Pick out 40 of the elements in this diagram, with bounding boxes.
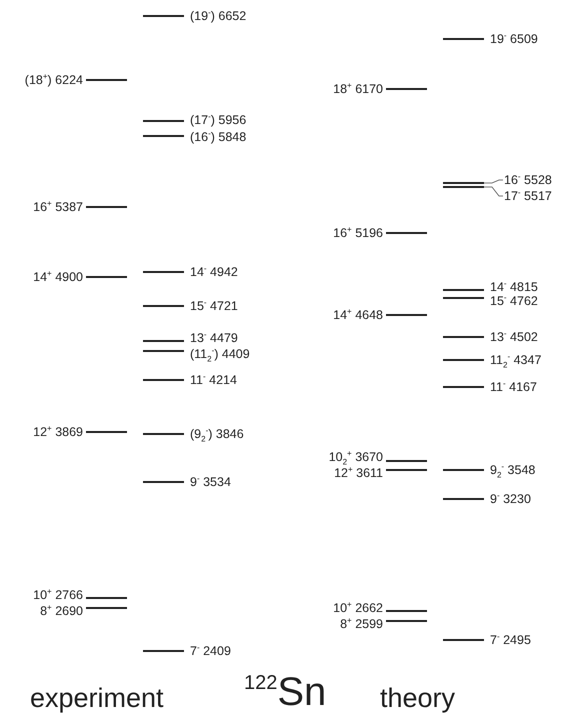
level-label: (19$^{-}$) 6652 <box>190 9 246 23</box>
level-label: 14$^{+}$ 4900 <box>33 270 83 284</box>
level-label: 11$_{2}$$^{-}$ 4347 <box>490 353 542 367</box>
level-label: 18$^{+}$ 6170 <box>333 82 383 96</box>
level-label: 14$^{-}$ 4942 <box>190 265 238 279</box>
level-label: 14$^{-}$ 4815 <box>490 280 538 294</box>
level-label: 7$^{-}$ 2495 <box>490 633 531 647</box>
leader-line <box>484 186 504 196</box>
level-label: 19$^{-}$ 6509 <box>490 32 538 46</box>
level-label: 13$^{-}$ 4479 <box>190 331 238 345</box>
diagram-title: $^{122}$Sn <box>244 670 326 714</box>
level-label: 13$^{-}$ 4502 <box>490 330 538 344</box>
level-label: 14$^{+}$ 4648 <box>333 308 383 322</box>
level-label: 8$^{+}$ 2690 <box>40 604 83 618</box>
level-label: 11$^{-}$ 4214 <box>190 373 237 387</box>
column-heading: theory <box>380 682 456 714</box>
level-label: 9$^{-}$ 3230 <box>490 492 531 506</box>
level-label: (9$_{2}$$^{-}$) 3846 <box>190 427 244 441</box>
level-label: 15$^{-}$ 4762 <box>490 294 538 308</box>
level-label: 9$_{2}$$^{-}$ 3548 <box>490 463 536 477</box>
level-label: 11$^{-}$ 4167 <box>490 380 537 394</box>
level-label: 16$^{+}$ 5196 <box>333 226 383 240</box>
level-label: 7$^{-}$ 2409 <box>190 644 231 658</box>
level-label: 17$^{-}$ 5517 <box>504 189 552 203</box>
level-label: 16$^{+}$ 5387 <box>33 200 83 214</box>
level-label: 15$^{-}$ 4721 <box>190 299 238 313</box>
level-label: (18$^{+}$) 6224 <box>24 73 83 87</box>
level-label: (11$_{2}$$^{-}$) 4409 <box>190 347 250 361</box>
level-label: 10$^{+}$ 2766 <box>33 588 83 602</box>
level-label: 10$^{+}$ 2662 <box>333 601 383 615</box>
level-label: 10$_{2}$$^{+}$ 3670 <box>328 450 383 464</box>
level-label: 16$^{-}$ 5528 <box>504 173 552 187</box>
level-label: 9$^{-}$ 3534 <box>190 475 231 489</box>
level-label: 12$^{+}$ 3869 <box>33 425 83 439</box>
level-label: (17$^{-}$) 5956 <box>190 113 246 127</box>
level-label: (16$^{-}$) 5848 <box>190 130 246 144</box>
leader-line <box>484 180 504 184</box>
level-label: 12$^{+}$ 3611 <box>334 466 383 480</box>
level-label: 8$^{+}$ 2599 <box>340 617 383 631</box>
column-heading: experiment <box>30 682 164 714</box>
